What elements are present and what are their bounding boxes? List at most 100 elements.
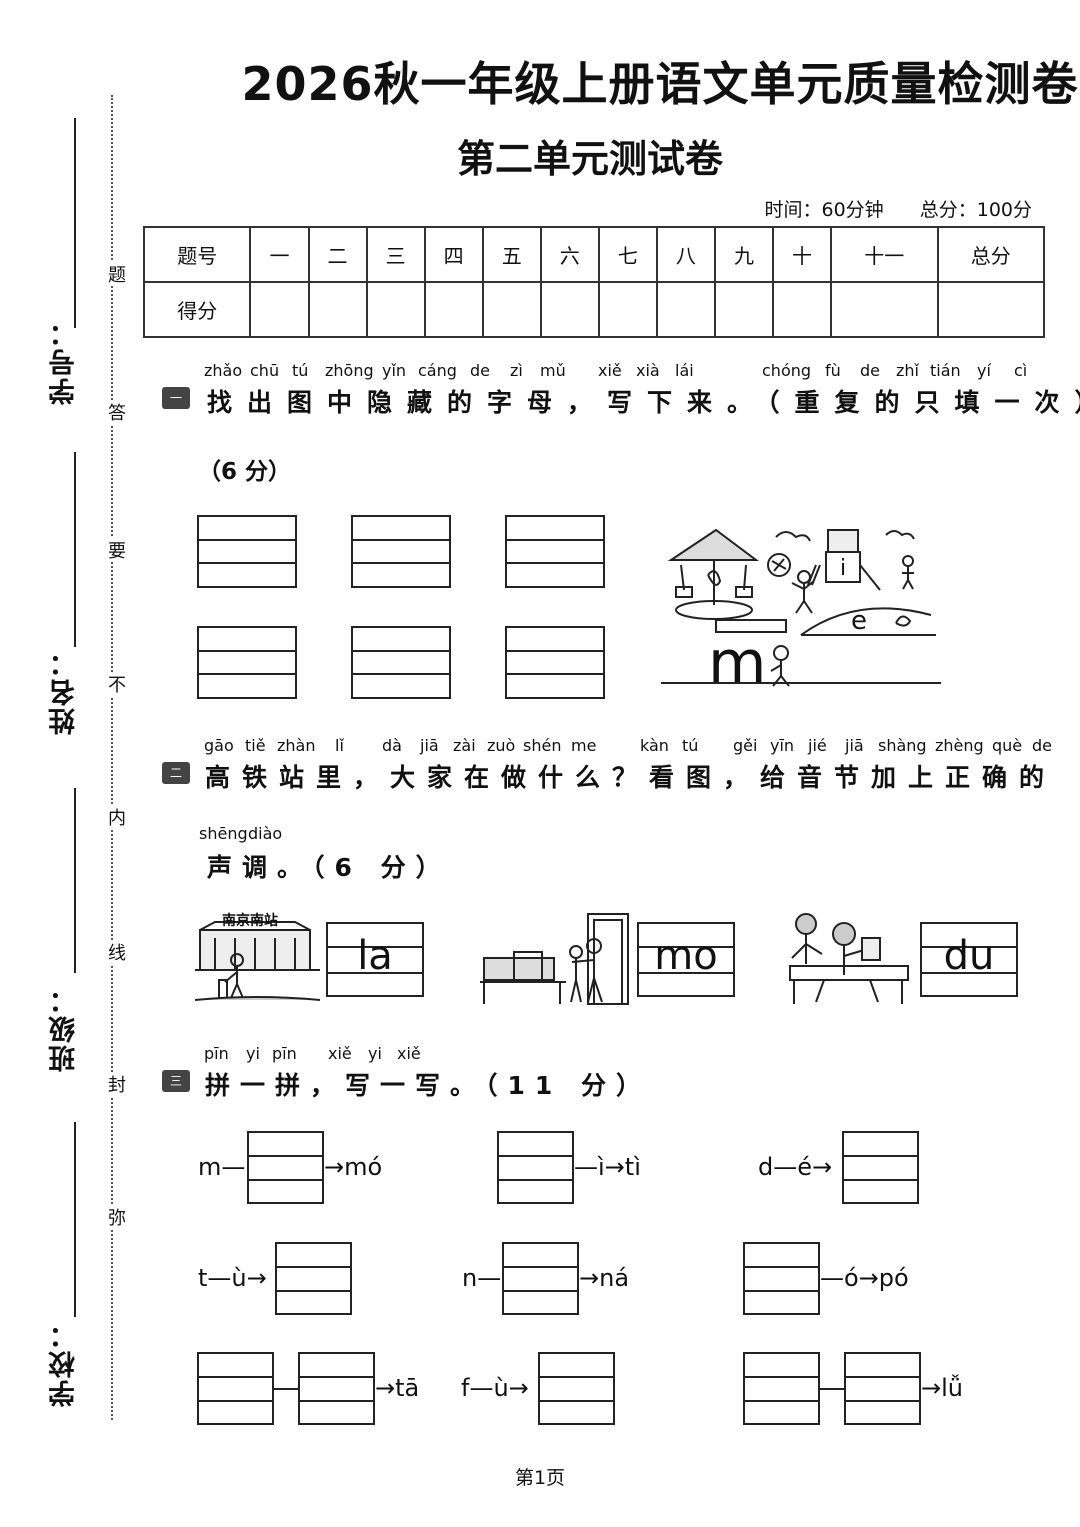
spell-answer-box[interactable]: [298, 1352, 375, 1425]
section1-score: （6 分）: [198, 459, 292, 485]
score-cell: 二: [307, 226, 368, 283]
score-cell: 五: [481, 226, 542, 283]
school-label: 学校：: [49, 1320, 80, 1407]
pinyin: què: [992, 736, 1023, 755]
score-cell: 八: [655, 226, 716, 283]
section2-question: 高铁站里，大家在做什么？看图，给音节加上正确的: [205, 763, 1057, 792]
score-cell: 四: [423, 226, 484, 283]
score-table: 题号 一 二 三 四 五 六 七 八 九 十 十一 总分 得分: [142, 226, 1045, 338]
pinyin: yi: [246, 1044, 260, 1063]
margin-char: 封: [102, 1072, 128, 1096]
margin-char: 不: [102, 672, 128, 696]
pinyin: shàng: [878, 736, 927, 755]
class-line[interactable]: [74, 788, 76, 973]
score-input-cell[interactable]: [713, 281, 775, 338]
score-cell: 六: [539, 226, 600, 283]
school-line[interactable]: [74, 1122, 76, 1317]
score-input-cell[interactable]: [830, 281, 939, 338]
pinyin: tián: [930, 361, 961, 380]
pinyin: zhǐ: [896, 361, 919, 380]
svg-text:m: m: [708, 628, 766, 690]
syllable-box[interactable]: mo: [637, 922, 735, 997]
spell-answer-box[interactable]: [497, 1131, 574, 1204]
margin-char: 弥: [102, 1205, 128, 1229]
letter-answer-box[interactable]: [351, 515, 451, 588]
svg-text:i: i: [840, 556, 846, 581]
spell-left: n—: [462, 1264, 502, 1292]
pinyin: shēng: [199, 824, 248, 843]
spell-answer-box[interactable]: [247, 1131, 324, 1204]
pinyin: zhǎo: [204, 361, 243, 380]
score-cell: 七: [597, 226, 658, 283]
spell-result: —ó→pó: [820, 1264, 909, 1292]
spell-result: →tā: [375, 1374, 420, 1402]
connector-line: [820, 1388, 844, 1390]
spell-answer-box[interactable]: [502, 1242, 579, 1315]
score-input-cell[interactable]: [936, 281, 1045, 338]
letter-answer-box[interactable]: [197, 626, 297, 699]
spell-answer-box[interactable]: [743, 1242, 820, 1315]
spell-result: →mó: [324, 1153, 383, 1181]
time-limit: 时间：60分钟: [764, 199, 884, 221]
margin-char: 要: [102, 538, 128, 562]
score-row-label: 得分: [142, 281, 252, 338]
score-input-cell[interactable]: [597, 281, 658, 338]
pinyin: de: [1032, 736, 1052, 755]
letter-answer-box[interactable]: [197, 515, 297, 588]
letter-answer-box[interactable]: [505, 626, 605, 699]
score-input-cell[interactable]: [655, 281, 716, 338]
pinyin: gāo: [204, 736, 234, 755]
score-input-cell[interactable]: [771, 281, 833, 338]
score-input-cell[interactable]: [365, 281, 426, 338]
spell-answer-box[interactable]: [275, 1242, 352, 1315]
score-input-cell[interactable]: [249, 281, 310, 338]
name-line[interactable]: [74, 452, 76, 647]
syllable-text: la: [357, 933, 393, 979]
spell-left: t—ù→: [198, 1264, 267, 1292]
score-input-cell[interactable]: [481, 281, 542, 338]
section1-pinyin: zhǎo chū tú zhōng yǐn cáng de zì mǔ xiě …: [0, 361, 1080, 383]
spell-answer-box[interactable]: [538, 1352, 615, 1425]
binding-dotted-line: [111, 95, 113, 1420]
pinyin: tú: [292, 361, 309, 380]
spell-answer-box[interactable]: [844, 1352, 921, 1425]
station-entrance-picture: [195, 921, 320, 1001]
pinyin: zhōng: [325, 361, 374, 380]
section2-pinyin2: shēng diào: [0, 824, 1080, 846]
margin-char: 题: [102, 262, 128, 286]
pinyin: xiě: [328, 1044, 352, 1063]
score-input-cell[interactable]: [539, 281, 600, 338]
pinyin: diào: [248, 824, 283, 843]
pinyin: pīn: [272, 1044, 297, 1063]
syllable-box[interactable]: du: [920, 922, 1018, 997]
score-input-cell[interactable]: [307, 281, 368, 338]
spell-answer-box[interactable]: [842, 1131, 919, 1204]
section3-number-icon: 三: [162, 1070, 190, 1092]
syllable-text: du: [943, 933, 995, 979]
spell-answer-box[interactable]: [197, 1352, 274, 1425]
syllable-box[interactable]: la: [326, 922, 424, 997]
pinyin: cáng: [418, 361, 457, 380]
letter-answer-box[interactable]: [351, 626, 451, 699]
score-input-cell[interactable]: [423, 281, 484, 338]
pinyin: tiě: [245, 736, 266, 755]
pinyin: xià: [636, 361, 660, 380]
spell-answer-box[interactable]: [743, 1352, 820, 1425]
pinyin: me: [571, 736, 597, 755]
pinyin: lǐ: [335, 736, 344, 755]
margin-char: 线: [102, 940, 128, 964]
spell-left: f—ù→: [461, 1374, 529, 1402]
section2-pinyin: gāo tiě zhàn lǐ dà jiā zài zuò shén me k…: [0, 736, 1080, 758]
pinyin: gěi: [733, 736, 758, 755]
pinyin: cì: [1014, 361, 1028, 380]
score-cell: 题号: [142, 226, 252, 283]
section1-question: 找出图中隐藏的字母，写下来。（重复的只填一次）: [207, 388, 1080, 417]
pinyin: zì: [510, 361, 523, 380]
student-id-line[interactable]: [74, 118, 76, 328]
svg-text:e: e: [851, 606, 867, 636]
pinyin: xiě: [598, 361, 622, 380]
pinyin: mǔ: [540, 361, 566, 380]
letter-answer-box[interactable]: [505, 515, 605, 588]
pinyin: zhèng: [935, 736, 984, 755]
waiting-room-picture: [789, 913, 909, 1004]
